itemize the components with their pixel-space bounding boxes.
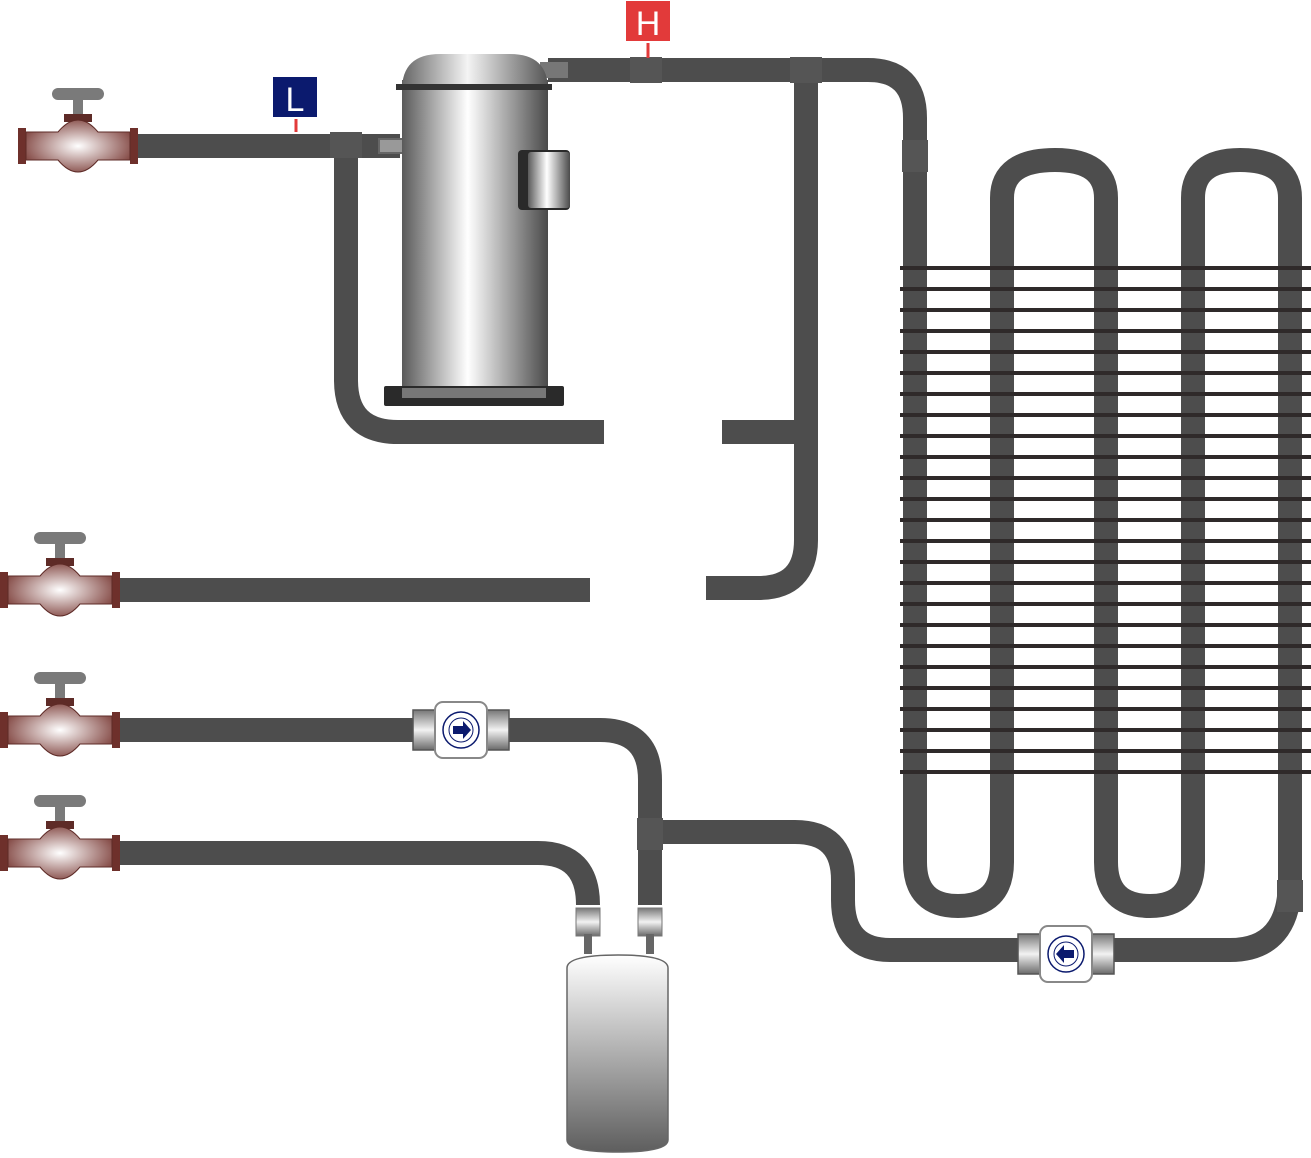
condenser-coil-icon <box>900 266 1311 774</box>
sight-glass-right-arrow-icon <box>412 701 510 759</box>
pipe-joint <box>790 57 822 83</box>
low-gauge-label: L <box>286 81 305 119</box>
valve-line-4 <box>118 841 600 906</box>
pipe-joint <box>330 132 362 158</box>
liquid-return-line <box>650 820 1020 962</box>
service-valve-icon[interactable] <box>18 88 138 173</box>
sight-glass-left-arrow-icon <box>1017 925 1115 983</box>
pipe-joint <box>902 140 928 172</box>
pipe-joint <box>630 57 662 83</box>
service-valve-icon[interactable] <box>0 672 120 757</box>
compressor-icon <box>378 54 570 406</box>
high-gauge-label: H <box>636 5 661 43</box>
pipe-joint <box>637 818 663 850</box>
discharge-line <box>548 58 1302 962</box>
receiver-tank-icon <box>566 907 669 1153</box>
pipe-joint <box>1277 880 1303 912</box>
low-pressure-gauge: L <box>271 75 319 132</box>
high-pressure-gauge: H <box>624 0 672 58</box>
suction-bypass-line <box>334 146 604 444</box>
discharge-bypass-line <box>706 70 818 600</box>
piping <box>118 57 1303 962</box>
service-valve-icon[interactable] <box>0 795 120 880</box>
service-valve-icon[interactable] <box>0 532 120 617</box>
liquid-line-to-receiver <box>505 718 662 905</box>
